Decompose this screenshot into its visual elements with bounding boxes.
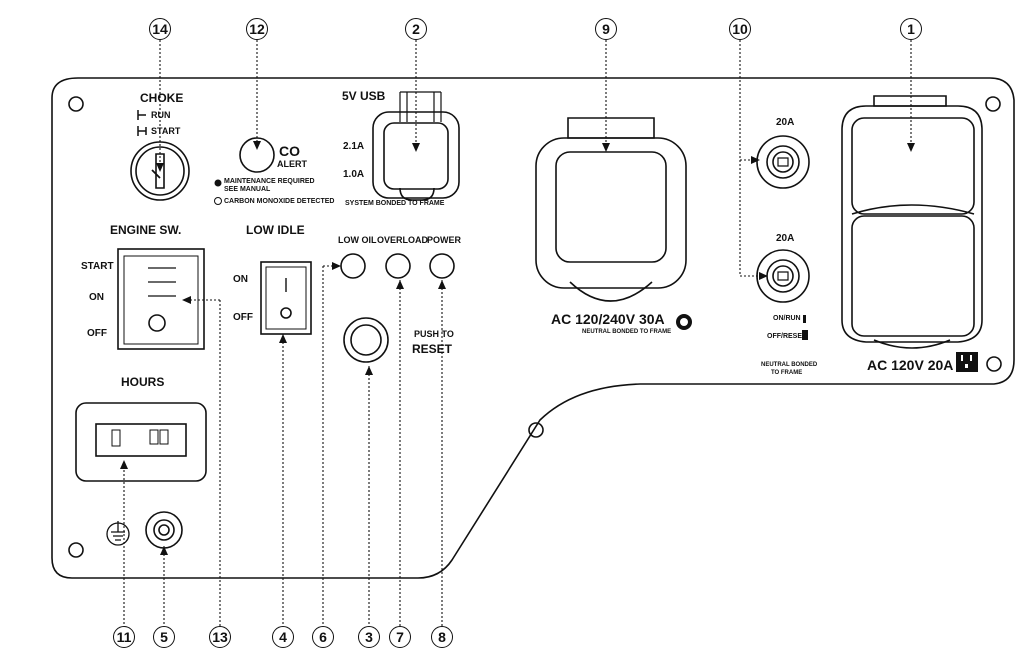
overload-label: OVERLOAD: [377, 235, 429, 245]
low-oil-light: [340, 253, 366, 279]
mount-hole-top-left: [68, 96, 84, 112]
choke-start-label: START: [151, 126, 181, 136]
reset-label: RESET: [412, 342, 453, 356]
ac30-bonded-label: NEUTRAL BONDED TO FRAME: [582, 329, 672, 335]
on-run-symbol: [803, 315, 806, 323]
power-label: POWER: [427, 235, 462, 245]
neutral-bonded-line2: TO FRAME: [771, 370, 803, 376]
breaker-bottom-label: 20A: [776, 233, 795, 244]
callout-5: 5: [153, 626, 175, 648]
low-idle-off-label: OFF: [233, 312, 253, 323]
on-run-label: ON/RUN: [773, 315, 801, 322]
low-idle-on-label: ON: [233, 274, 248, 285]
co-alert-label: ALERT: [277, 159, 307, 169]
callout-10: 10: [729, 18, 751, 40]
ac30-label: AC 120/240V 30A: [551, 311, 665, 327]
push-to-label: PUSH TO: [414, 329, 454, 339]
mount-hole-bottom-left: [68, 542, 84, 558]
engine-switch: [117, 248, 205, 350]
overload-light: [385, 253, 411, 279]
co-maintenance-dot: [214, 179, 222, 187]
choke-run-label: RUN: [151, 110, 171, 120]
ac30-outlet-symbol: [676, 314, 692, 330]
callout-12: 12: [246, 18, 268, 40]
hours-label: HOURS: [121, 375, 165, 389]
panel-outline: [51, 77, 1015, 579]
engine-off-label: OFF: [87, 328, 107, 339]
usb-bonded-label: SYSTEM BONDED TO FRAME: [345, 200, 445, 207]
callout-1: 1: [900, 18, 922, 40]
mount-hole-mid: [528, 422, 544, 438]
callout-13: 13: [209, 626, 231, 648]
outlet-20a-cover: [841, 95, 983, 349]
co-label: CO: [279, 143, 300, 159]
engine-on-label: ON: [89, 292, 104, 303]
ac20-label: AC 120V 20A: [867, 357, 954, 373]
co-detected-dot: [214, 197, 222, 205]
outlet-30a-cover: [535, 117, 687, 302]
co-maintenance-label: MAINTENANCE REQUIRED: [224, 178, 315, 185]
callout-2: 2: [405, 18, 427, 40]
low-idle-label: LOW IDLE: [246, 223, 305, 237]
co-detected-label: CARBON MONOXIDE DETECTED: [224, 198, 335, 205]
breaker-top: [756, 135, 810, 189]
mount-hole-right: [986, 356, 1002, 372]
power-light: [429, 253, 455, 279]
callout-4: 4: [272, 626, 294, 648]
engine-sw-label: ENGINE SW.: [110, 223, 182, 237]
callout-7: 7: [389, 626, 411, 648]
mount-hole-top-right: [985, 96, 1001, 112]
engine-start-label: START: [81, 261, 114, 272]
ac20-outlet-symbol: [956, 352, 978, 372]
choke-label: CHOKE: [140, 91, 184, 105]
ground-symbol: [106, 521, 130, 546]
hour-meter: [75, 402, 207, 482]
callout-9: 9: [595, 18, 617, 40]
breaker-top-label: 20A: [776, 117, 795, 128]
callout-14: 14: [149, 18, 171, 40]
choke-symbols: [137, 110, 147, 136]
off-reset-label: OFF/RESET: [767, 333, 807, 340]
callout-3: 3: [358, 626, 380, 648]
callout-11: 11: [113, 626, 135, 648]
usb-10-label: 1.0A: [343, 169, 365, 180]
ground-terminal: [145, 511, 183, 549]
low-idle-switch: [260, 261, 312, 335]
off-reset-symbol: [802, 330, 808, 340]
low-oil-label: LOW OIL: [338, 235, 377, 245]
callout-8: 8: [431, 626, 453, 648]
usb-21-label: 2.1A: [343, 141, 365, 152]
co-see-manual-label: SEE MANUAL: [224, 186, 271, 193]
usb-title: 5V USB: [342, 89, 386, 103]
reset-button: [343, 317, 389, 363]
neutral-bonded-line1: NEUTRAL BONDED: [761, 362, 818, 368]
callout-6: 6: [312, 626, 334, 648]
